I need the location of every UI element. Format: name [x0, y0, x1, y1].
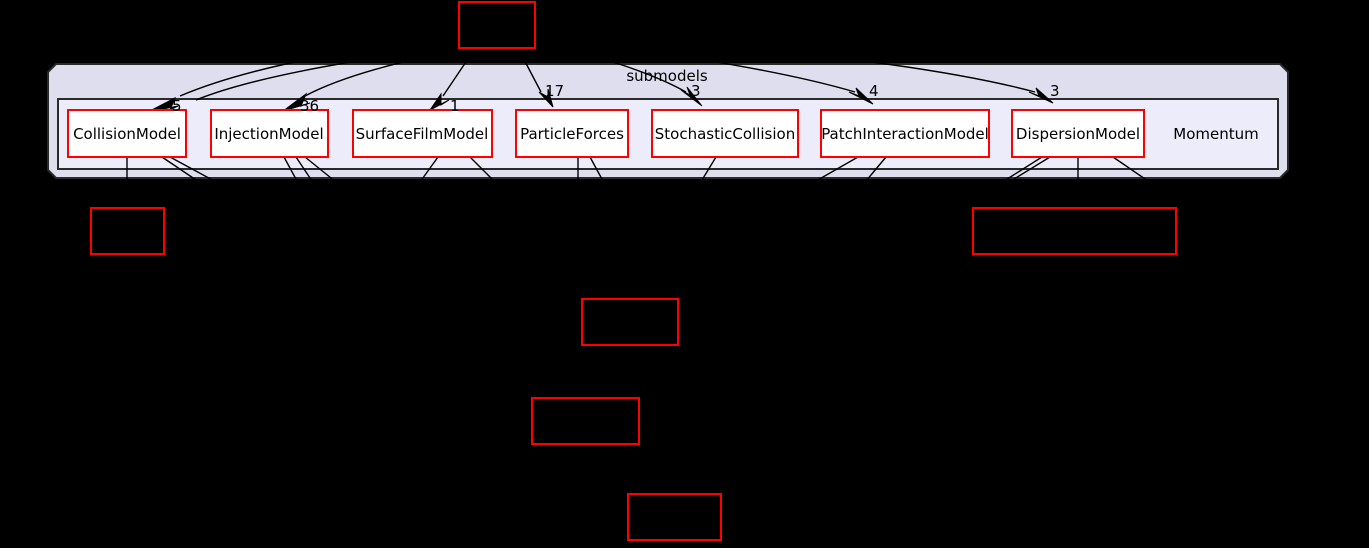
edge-label-surfacefilmmodel: 1 — [450, 97, 460, 115]
edge-particleforces-down-b — [589, 156, 604, 182]
edges-layer — [126, 31, 1149, 208]
edge-patchinteractionmodel-down-b — [865, 156, 887, 182]
edge-patchinteractionmodel-down-a — [815, 156, 859, 182]
arrowhead-particleforces — [538, 88, 554, 108]
node-lower-mid-1-anonymous[interactable] — [581, 298, 679, 346]
edge-labels-layer: 5 36 1 17 3 4 3 — [172, 82, 1060, 115]
node-patchinteractionmodel[interactable]: PatchInteractionModel — [820, 109, 990, 158]
edge-surfacefilmmodel-down-a — [419, 156, 439, 183]
edge-top-to-dispersionmodel — [535, 31, 1036, 93]
edge-label-particleforces: 17 — [545, 82, 564, 100]
node-top-anonymous[interactable] — [458, 1, 536, 49]
edge-dispersionmodel-down-a — [1003, 156, 1043, 182]
arrowhead-dispersionmodel — [1028, 87, 1054, 104]
edge-top-to-patchinteractionmodel — [535, 35, 856, 93]
node-particleforces-label: ParticleForces — [520, 125, 624, 143]
node-lower-mid-2-anonymous[interactable] — [531, 397, 640, 445]
node-injectionmodel[interactable]: InjectionModel — [210, 109, 329, 158]
node-lower-right-anonymous[interactable] — [972, 207, 1177, 255]
arrowhead-patchinteractionmodel — [848, 87, 874, 105]
edge-label-stochasticcollision: 3 — [691, 82, 701, 100]
node-surfacefilmmodel-label: SurfaceFilmModel — [356, 125, 489, 143]
edge-injectionmodel-down-a — [283, 156, 298, 182]
edge-label-dispersionmodel: 3 — [1050, 82, 1060, 100]
edge-label-injectionmodel: 36 — [300, 97, 319, 115]
arrowhead-injectionmodel — [282, 92, 311, 112]
nodes-layer: CollisionModel InjectionModel SurfaceFil… — [67, 1, 1177, 541]
node-dispersionmodel[interactable]: DispersionModel — [1011, 109, 1145, 158]
node-collisionmodel[interactable]: CollisionModel — [67, 109, 187, 158]
node-collisionmodel-label: CollisionModel — [73, 125, 181, 143]
node-patchinteractionmodel-label: PatchInteractionModel — [821, 125, 989, 143]
node-lower-left-anonymous[interactable] — [90, 207, 165, 255]
cluster-label-momentum: Momentum — [1173, 125, 1258, 143]
node-lower-mid-3-anonymous[interactable] — [627, 493, 722, 541]
node-injectionmodel-label: InjectionModel — [214, 125, 323, 143]
node-particleforces[interactable]: ParticleForces — [515, 109, 629, 158]
edge-dispersionmodel-down-b — [1013, 156, 1051, 180]
edge-top-to-stochasticcollision — [535, 39, 687, 93]
edge-top-to-particleforces — [518, 49, 542, 93]
node-dispersionmodel-label: DispersionModel — [1016, 125, 1140, 143]
edge-top-to-surfacefilmmodel — [442, 49, 475, 97]
edge-injectionmodel-down-b — [295, 156, 313, 182]
edge-collisionmodel-down-c — [169, 156, 219, 184]
edge-dispersionmodel-down-d — [1112, 156, 1149, 182]
edge-surfacefilmmodel-down-b — [469, 156, 496, 183]
arrowhead-surfacefilmmodel — [429, 92, 450, 111]
edge-stochasticcollision-down-a — [701, 156, 717, 181]
edge-top-to-collisionmodel-a — [179, 35, 460, 97]
node-surfacefilmmodel[interactable]: SurfaceFilmModel — [352, 109, 493, 158]
edge-collisionmodel-down-b — [161, 156, 206, 187]
arrowhead-stochasticcollision — [680, 86, 703, 107]
edge-label-collisionmodel: 5 — [172, 97, 182, 115]
cluster-label-submodels: submodels — [626, 67, 708, 85]
node-stochasticcollision[interactable]: StochasticCollision — [651, 109, 799, 158]
edge-label-patchinteractionmodel: 4 — [869, 82, 879, 100]
edge-top-to-injectionmodel — [304, 47, 465, 97]
node-stochasticcollision-label: StochasticCollision — [655, 125, 795, 143]
edge-top-to-collisionmodel-b — [195, 43, 463, 101]
edge-injectionmodel-down-c — [304, 156, 337, 183]
